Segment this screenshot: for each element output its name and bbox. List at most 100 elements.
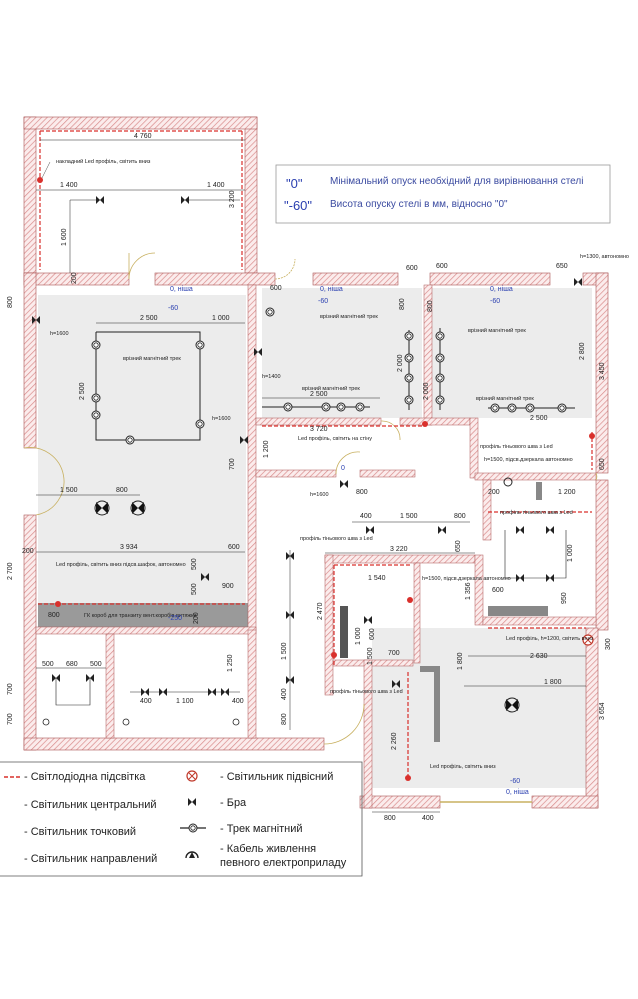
label-balcony-profile: накладний Led профіль, світить вниз [56,158,151,165]
spot-light-icon [232,718,240,726]
dim-mid-800b: 800 [356,489,368,496]
dim-main-900: 900 [222,583,234,590]
track-spot-icon [435,373,445,383]
dim-mid-3720: 3 720 [310,426,328,433]
track-spot-icon [404,373,414,383]
dim-bot-400: 400 [140,698,152,705]
info-code-zero: "0" [286,176,303,191]
track-spot-icon [435,353,445,363]
label-track-mid-top: врізний магнітний трек [320,313,378,320]
level-mid-zero: 0, ніша [320,285,343,293]
dim-balcony-step: 200 [71,272,78,284]
dim-balcony-left: 1 400 [60,182,78,189]
dim-bath-200: 200 [488,489,500,496]
label-h1500-mirror2: h=1500, підсв.дзеркала автономно [422,576,511,582]
right-room: 0, ніша -60 600 650 h=1300, автономно вр… [423,254,629,470]
dim-hall-400v: 400 [281,688,288,700]
dim-br-2630: 2 630 [530,653,548,660]
led-point-icon [589,433,595,439]
legend-pendant: - Світильник підвісний [220,771,333,783]
track-spot-icon [265,307,275,317]
track-spot-icon [404,353,414,363]
dim-top-600c: 600 [436,263,448,270]
info-text-zero: Мінімальний опуск необхідний для вирівню… [330,175,583,187]
dim-main-1000: 1 000 [212,315,230,322]
dim-mid-2500: 2 500 [310,391,328,398]
dim-right-3450: 3 450 [599,362,606,380]
dim-main-2500: 2 500 [140,315,158,322]
legend-cable-2: певного електроприладу [220,857,347,869]
dim-main-3934: 3 934 [120,544,138,551]
dim-main-200a: 200 [22,548,34,555]
sconce-icon [141,688,149,696]
track-legend-icon [188,823,198,833]
track-spot-icon [321,402,331,412]
label-led-h1200: Led профіль, h=1200, світить вниз [506,636,594,642]
dim-main-600: 600 [228,544,240,551]
dim-bath-1000: 1 000 [567,544,574,562]
sconce-icon [366,526,374,534]
label-h1500-mirror: h=1500, підсв.дзеркала автономно [484,457,573,463]
dim-right-2000: 2 000 [423,382,430,400]
track-spot-icon [283,402,293,412]
sconce-legend-icon [188,798,196,806]
dim-hall-3220: 3 220 [390,546,408,553]
track-spot-icon [91,410,101,420]
dim-hall-1356: 1 356 [465,582,472,600]
sconce-icon [208,688,216,696]
dim-hall-700: 700 [388,650,400,657]
dim-br-3654: 3 654 [599,702,606,720]
sconce-icon [546,526,554,534]
dim-right-650: 650 [599,458,606,470]
dim-br-1800v: 1 800 [457,652,464,670]
level-hall-zero: 0 [341,465,345,472]
bottom-rooms: 500 680 500 700 700 400 1 100 400 1 250 [7,654,244,726]
dim-mid-800: 800 [399,298,406,310]
dim-hall-2470: 2 470 [317,602,324,620]
led-point-icon [331,652,337,658]
dim-br-300: 300 [605,638,612,650]
level-mid-minus: -60 [318,298,328,305]
legend-central: - Світильник центральний [24,799,157,811]
dim-main-500a: 500 [191,558,198,570]
dim-balcony-side: 1 600 [61,228,68,246]
sconce-icon [516,526,524,534]
legend-track: - Трек магнітний [220,823,303,835]
track-spot-icon [125,435,135,445]
dim-hall-800: 800 [454,513,466,520]
level-br-zero: 0, ніша [506,788,529,796]
dim-top-650: 650 [556,263,568,270]
label-track-mid: врізний магнітний трек [302,385,360,392]
track-spot-icon [557,403,567,413]
track-spot-icon [404,395,414,405]
dim-bot-700b: 700 [7,713,14,725]
led-point-icon [407,597,413,603]
label-led-down-br: Led профіль, світить вниз [430,764,496,770]
dim-bath-1200: 1 200 [558,489,576,496]
level-right-zero: 0, ніша [490,285,513,293]
sconce-icon [221,688,229,696]
label-shadow-led-3: профіль тіньового шва з Led [330,689,403,695]
led-point-icon [422,421,428,427]
dim-left-800: 800 [7,296,14,308]
dim-hall-1500: 1 500 [400,513,418,520]
middle-room: 0, ніша -60 600 врізний магнітний трек 6… [254,265,428,498]
track-spot-icon [91,340,101,350]
legend-directed: - Світильник направлений [24,853,157,865]
bedroom: Led профіль, h=1200, світить вниз 2 630 … [372,627,612,822]
led-point-icon [37,177,43,183]
label-h1600-door: h=1600 [310,492,329,498]
label-track-main: врізний магнітний трек [123,355,181,362]
dim-hall-1500b: 1 500 [367,647,374,665]
label-shadow-led-2: профіль тіньового шва з Led [500,510,573,516]
dim-right-800: 800 [427,300,434,312]
dim-balcony-right: 1 400 [207,182,225,189]
walls [23,116,609,809]
sconce-icon [574,278,582,286]
hallway: 400 1 500 800 профіль тіньового шва з Le… [281,513,511,730]
cable-icon [503,477,513,487]
track-spot-icon [435,395,445,405]
level-main-zero: 0, ніша [170,285,193,293]
label-track-right-top: врізний магнітний трек [468,327,526,334]
label-h1600-left: h=1600 [50,331,69,337]
